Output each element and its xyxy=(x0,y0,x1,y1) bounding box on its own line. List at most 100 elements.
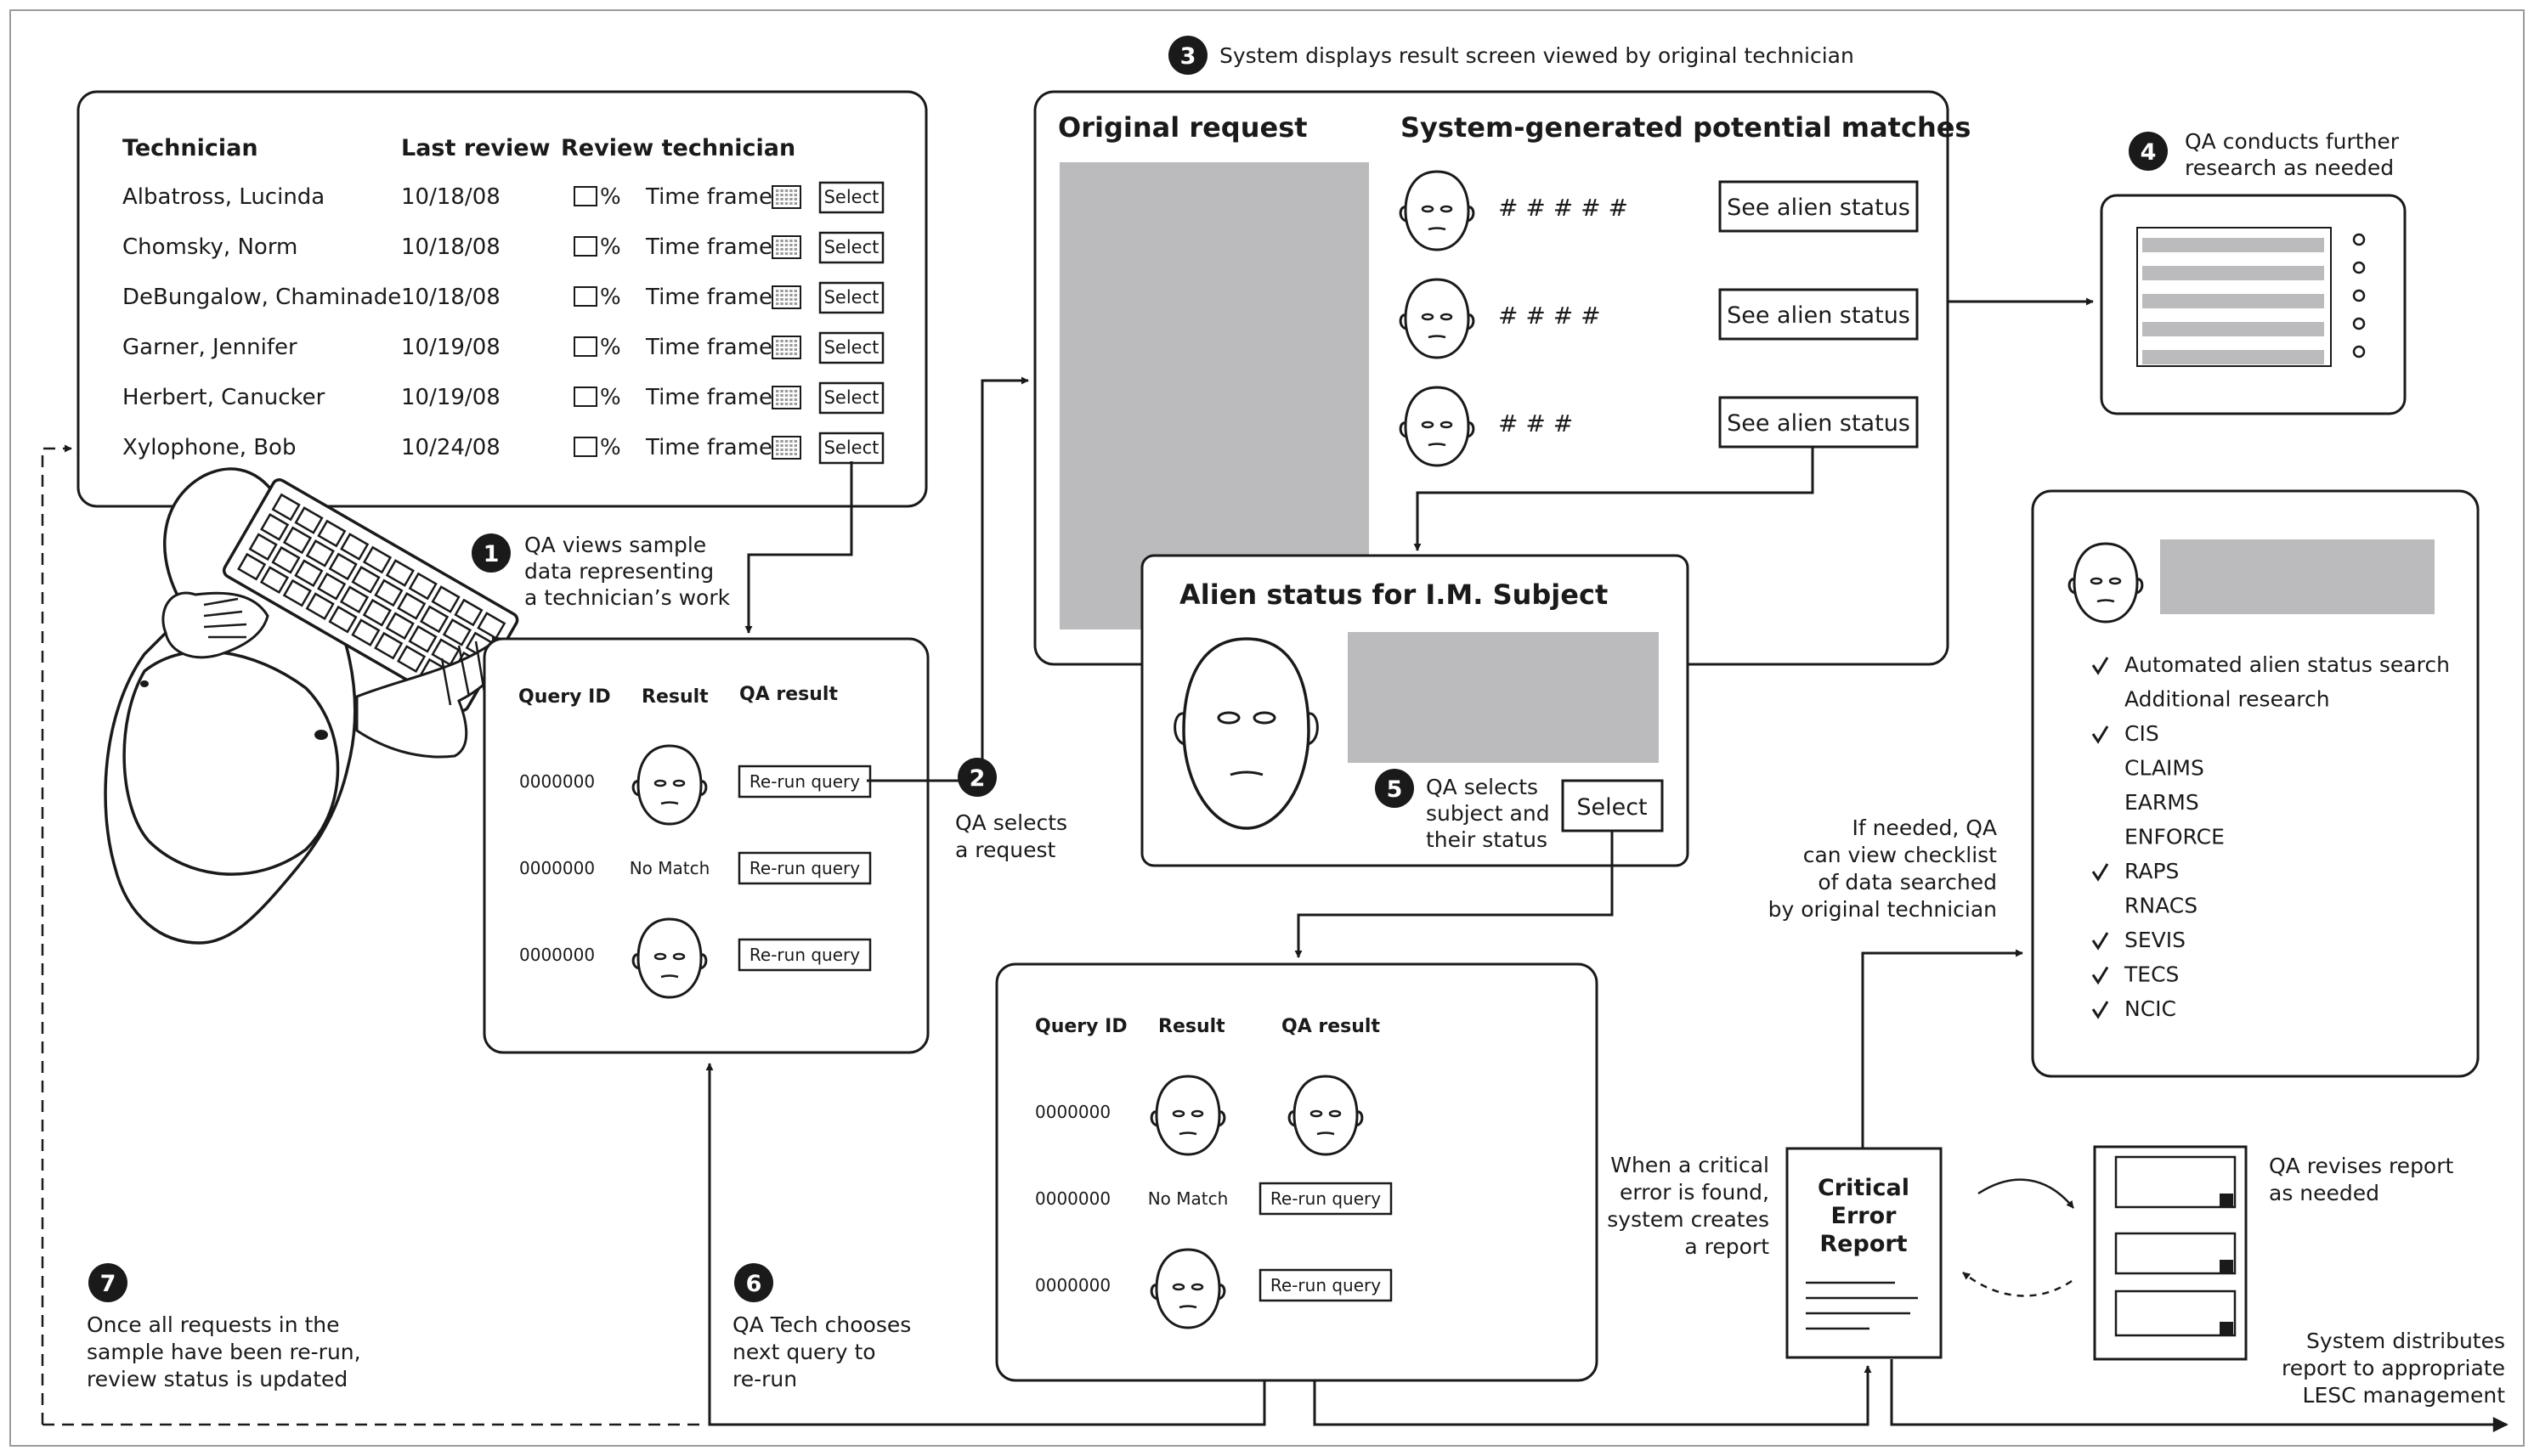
checklist-label: ENFORCE xyxy=(2124,825,2225,849)
step-2-number: 2 xyxy=(970,765,986,792)
connector-to-critical-error-report xyxy=(1313,1365,1872,1426)
rerun-query-button[interactable]: Re-run query xyxy=(1259,1182,1393,1216)
query-id: 0000000 xyxy=(519,771,595,792)
percent-input[interactable] xyxy=(574,336,597,357)
alien-status-select-button[interactable]: Select xyxy=(1561,779,1664,832)
technician-panel: Technician Last review Review technician… xyxy=(76,90,928,508)
person-head xyxy=(122,650,340,876)
keyboard-icon xyxy=(222,478,519,713)
alien-status-face-icon xyxy=(1174,637,1319,830)
diagram-canvas: Technician Last review Review technician… xyxy=(9,9,2525,1447)
last-review-date: 10/18/08 xyxy=(401,285,501,310)
checklist-item: EARMS xyxy=(2124,790,2199,815)
rerun-query-button[interactable]: Re-run query xyxy=(738,765,872,799)
checklist-label: CIS xyxy=(2124,721,2159,746)
step-3-text: System displays result screen viewed by … xyxy=(1219,43,1854,68)
calendar-icon[interactable] xyxy=(772,336,801,359)
select-button[interactable]: Select xyxy=(818,331,885,364)
checklist-item: TECS xyxy=(2091,962,2179,987)
step-3-number: 3 xyxy=(1180,43,1196,70)
percent-sign: % xyxy=(600,335,621,360)
checklist-item: CLAIMS xyxy=(2124,756,2204,781)
see-alien-status-label: See alien status xyxy=(1727,410,1910,437)
potential-match-row: # # # #See alien status xyxy=(1399,278,1919,359)
checklist-item: CIS xyxy=(2091,721,2159,746)
select-button[interactable]: Select xyxy=(818,181,885,214)
select-button[interactable]: Select xyxy=(818,231,885,264)
percent-input[interactable] xyxy=(574,236,597,257)
rerun-query-label: Re-run query xyxy=(749,858,860,878)
header-review-technician: Review technician xyxy=(561,135,795,161)
rerun-query-label: Re-run query xyxy=(1270,1275,1381,1295)
see-alien-status-button[interactable]: See alien status xyxy=(1718,180,1919,233)
header-technician: Technician xyxy=(122,135,258,161)
qp2-header-result: Result xyxy=(1158,1016,1225,1037)
percent-input[interactable] xyxy=(574,387,597,407)
last-review-date: 10/18/08 xyxy=(401,234,501,260)
if-needed-line-2: can view checklist xyxy=(1803,843,1997,867)
technician-name: Albatross, Lucinda xyxy=(122,184,325,210)
connector-report-to-checklist xyxy=(1861,949,2023,1148)
select-button[interactable]: Select xyxy=(818,381,885,415)
critical-found-line-1: When a critical xyxy=(1610,1153,1769,1177)
qp2-header-query-id: Query ID xyxy=(1035,1016,1128,1037)
select-button[interactable]: Select xyxy=(818,432,885,465)
step-4-line-2: research as needed xyxy=(2185,155,2394,180)
original-request-image xyxy=(1060,162,1369,629)
calendar-icon[interactable] xyxy=(772,185,801,209)
query-row: 0000000 xyxy=(1035,1075,1364,1156)
technician-rows: Albatross, Lucinda 10/18/08% Time frame: Se… xyxy=(122,181,885,465)
time-frame-label: Time frame: xyxy=(645,335,780,360)
match-hash-values: # # # xyxy=(1498,409,1573,437)
potential-match-row: # # # # #See alien status xyxy=(1399,170,1919,251)
see-alien-status-button[interactable]: See alien status xyxy=(1718,396,1919,449)
query-id: 0000000 xyxy=(1035,1275,1111,1295)
checklist-item: Automated alien status search xyxy=(2091,652,2450,677)
percent-sign: % xyxy=(600,184,621,210)
report-revision-stack-icon xyxy=(2093,1145,2248,1361)
query-row: 0000000 Re-run query xyxy=(519,744,872,826)
see-alien-status-button[interactable]: See alien status xyxy=(1718,288,1919,341)
calendar-icon[interactable] xyxy=(772,386,801,409)
percent-input[interactable] xyxy=(574,437,597,457)
critical-error-report-document[interactable]: Critical Error Report xyxy=(1785,1147,1943,1359)
last-review-date: 10/18/08 xyxy=(401,184,501,210)
checklist-item: ENFORCE xyxy=(2124,825,2225,849)
query-row: 0000000 Re-run query xyxy=(1035,1248,1393,1329)
qa-revises-annotation: QA revises report as needed xyxy=(2269,1154,2454,1205)
rerun-query-button[interactable]: Re-run query xyxy=(738,851,872,885)
step-1-line-2: data representing xyxy=(524,559,714,584)
select-label: Select xyxy=(824,187,880,207)
rerun-query-label: Re-run query xyxy=(749,945,860,965)
percent-input[interactable] xyxy=(574,286,597,307)
qp1-header-qa-result: QA result xyxy=(739,684,838,705)
rerun-query-button[interactable]: Re-run query xyxy=(738,938,872,972)
calendar-icon[interactable] xyxy=(772,285,801,309)
checklist-label: RAPS xyxy=(2124,859,2179,883)
time-frame-label: Time frame: xyxy=(645,285,780,310)
right-fingers xyxy=(440,636,501,706)
percent-input[interactable] xyxy=(574,186,597,206)
if-needed-line-4: by original technician xyxy=(1768,897,1997,922)
rerun-query-button[interactable]: Re-run query xyxy=(1259,1268,1393,1302)
calendar-icon[interactable] xyxy=(772,436,801,460)
connector-select-to-query-panel xyxy=(744,461,853,634)
research-monitor-icon xyxy=(2100,194,2407,415)
distributes-annotation: System distributes report to appropriate… xyxy=(2282,1329,2505,1408)
calendar-icon[interactable] xyxy=(772,235,801,259)
select-button[interactable]: Select xyxy=(818,281,885,314)
step-1-line-1: QA views sample xyxy=(524,533,706,557)
step-7-line-2: sample have been re-run, xyxy=(87,1340,361,1364)
query-id: 0000000 xyxy=(519,945,595,965)
checklist-item: RNACS xyxy=(2124,894,2197,918)
result-screen-panel: Original request System-generated potent… xyxy=(1033,90,1971,666)
select-label: Select xyxy=(824,287,880,308)
percent-sign: % xyxy=(600,285,621,310)
potential-match-row: # # # See alien status xyxy=(1399,386,1919,467)
result-text: No Match xyxy=(630,858,710,878)
checkmark-icon xyxy=(2091,932,2109,951)
step-5-line-1: QA selects xyxy=(1426,775,1538,799)
